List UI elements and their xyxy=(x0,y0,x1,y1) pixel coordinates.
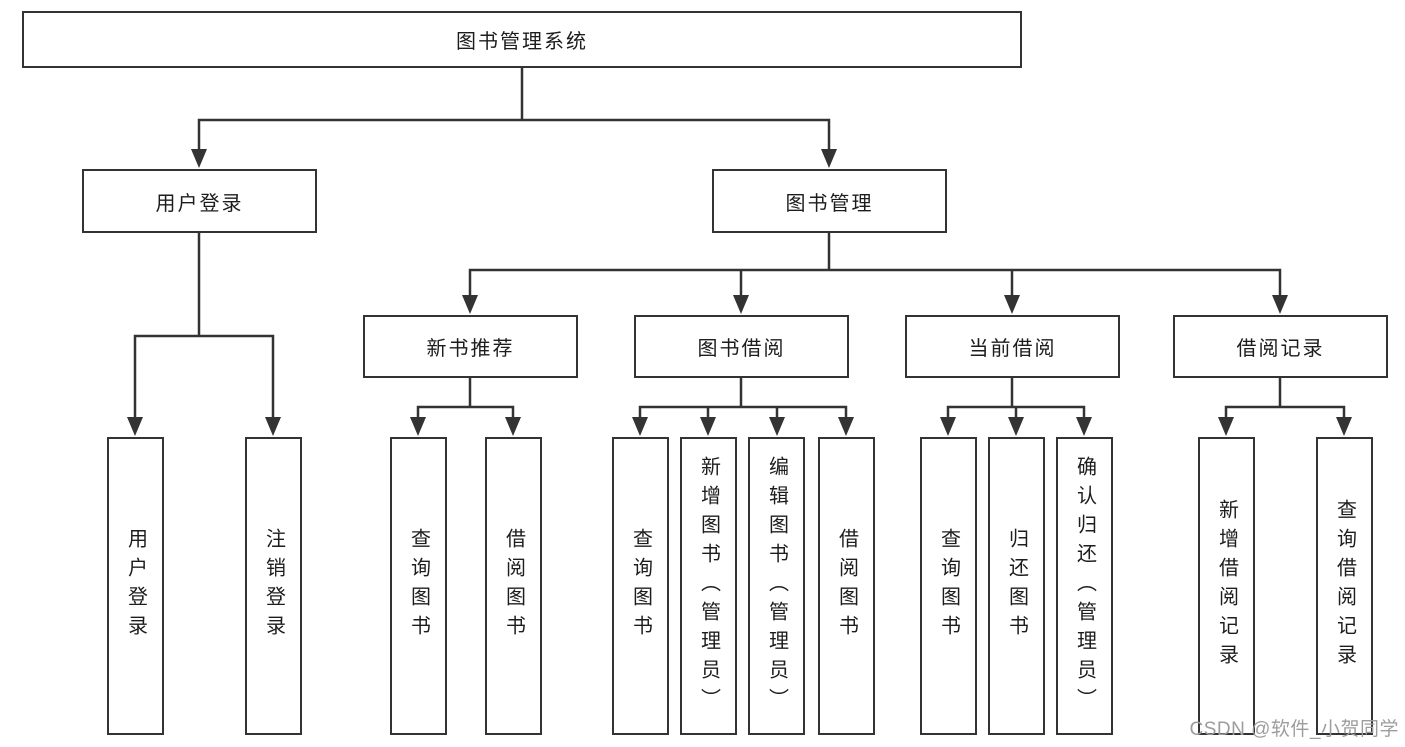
node-borrow-records: 借阅记录 xyxy=(1173,315,1388,378)
csdn-watermark: CSDN @软件_小贺同学 xyxy=(1189,719,1399,740)
node-label: 查询借阅记录 xyxy=(1333,499,1356,673)
node-label: 图书管理 xyxy=(785,192,874,215)
leaf-current-query-books: 查询图书 xyxy=(920,437,977,735)
node-label: 当前借阅 xyxy=(968,338,1057,360)
node-label: 新书推荐 xyxy=(426,338,515,360)
leaf-borrow-books: 借阅图书 xyxy=(818,437,875,735)
node-label: 图书管理系统 xyxy=(456,31,588,53)
node-label: 图书借阅 xyxy=(697,338,786,360)
leaf-add-borrow-record: 新增借阅记录 xyxy=(1198,437,1255,735)
node-label: 借阅图书 xyxy=(835,528,858,644)
leaf-recommend-query-books: 查询图书 xyxy=(390,437,447,735)
leaf-recommend-borrow-books: 借阅图书 xyxy=(485,437,542,735)
leaf-user-login: 用户登录 xyxy=(107,437,164,735)
node-label: 确认归还（管理员） xyxy=(1073,455,1096,717)
node-label: 借阅记录 xyxy=(1236,338,1325,360)
node-user-login: 用户登录 xyxy=(82,169,317,233)
node-label: 编辑图书（管理员） xyxy=(765,455,788,717)
node-label: 新增借阅记录 xyxy=(1215,499,1238,673)
node-new-book-recommend: 新书推荐 xyxy=(363,315,578,378)
leaf-logout: 注销登录 xyxy=(245,437,302,735)
node-current-borrow: 当前借阅 xyxy=(905,315,1120,378)
node-label: 用户登录 xyxy=(155,192,244,215)
leaf-edit-books-admin: 编辑图书（管理员） xyxy=(748,437,805,735)
node-book-borrow: 图书借阅 xyxy=(634,315,849,378)
arrowheads xyxy=(127,149,1352,436)
node-library-management-system: 图书管理系统 xyxy=(22,11,1022,68)
leaf-add-books-admin: 新增图书（管理员） xyxy=(680,437,737,735)
node-label: 查询图书 xyxy=(937,528,960,644)
node-label: 归还图书 xyxy=(1005,528,1028,644)
leaf-query-borrow-record: 查询借阅记录 xyxy=(1316,437,1373,735)
node-label: 借阅图书 xyxy=(502,528,525,644)
node-label: 注销登录 xyxy=(262,528,285,644)
node-label: 查询图书 xyxy=(407,528,430,644)
node-label: 查询图书 xyxy=(629,528,652,644)
leaf-borrow-query-books: 查询图书 xyxy=(612,437,669,735)
node-label: 新增图书（管理员） xyxy=(697,455,720,717)
leaf-confirm-return-admin: 确认归还（管理员） xyxy=(1056,437,1113,735)
node-book-management: 图书管理 xyxy=(712,169,947,233)
node-label: 用户登录 xyxy=(124,528,147,644)
leaf-return-books: 归还图书 xyxy=(988,437,1045,735)
